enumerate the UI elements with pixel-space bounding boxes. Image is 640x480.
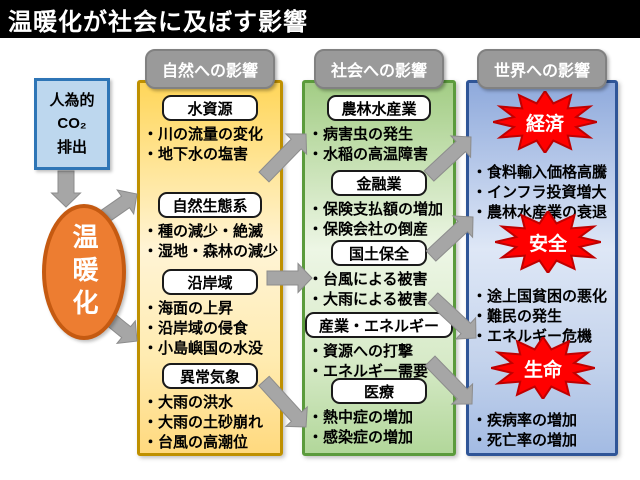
- safety-items: ・途上国貧困の悪化 ・難民の発生 ・エネルギー危機: [469, 287, 615, 347]
- co2-line: 排出: [56, 138, 87, 156]
- list-item: ・インフラ投資増大: [472, 184, 607, 201]
- co2-line: 人為的: [49, 92, 95, 110]
- list-item: ・途上国貧困の悪化: [472, 288, 608, 305]
- section-title-box: 国土保全: [331, 240, 427, 266]
- list-item: ・保険会社の倒産: [308, 221, 429, 238]
- list-item: ・台風の高潮位: [143, 434, 249, 451]
- title-bar: 温暖化が社会に及ぼす影響: [0, 0, 640, 38]
- section-title-box: 自然生態系: [158, 192, 262, 218]
- list-item: ・難民の発生: [472, 308, 563, 325]
- list-item: ・種の減少・絶滅: [143, 223, 264, 240]
- starburst-label: 経済: [525, 113, 564, 135]
- list-item: ・エネルギー需要: [308, 363, 429, 380]
- economy-items: ・食料輸入価格高騰 ・インフラ投資増大 ・農林水産業の衰退: [469, 163, 615, 223]
- list-item: ・大雨による被害: [308, 291, 428, 308]
- section-title-box: 農林水産業: [327, 95, 431, 121]
- list-item: ・熱中症の増加: [308, 409, 414, 426]
- section-title-box: 医療: [331, 378, 427, 404]
- list-item: ・疾病率の増加: [472, 412, 578, 429]
- header-label: 社会への影響: [330, 63, 427, 80]
- column-nature: 水資源 ・川の流量の変化 ・地下水の塩害 自然生態系 ・種の減少・絶滅 ・湿地・…: [137, 80, 283, 456]
- list-item: ・台風による被害: [308, 271, 428, 288]
- section-title-box: 異常気象: [162, 363, 258, 389]
- section-land-conservation: 国土保全 ・台風による被害 ・大雨による被害: [305, 240, 453, 310]
- starburst-icon: [491, 337, 595, 399]
- list-item: ・資源への打撃: [308, 343, 414, 360]
- section-ecosystems: 自然生態系 ・種の減少・絶滅 ・湿地・森林の減少: [140, 192, 280, 262]
- section-title-box: 水資源: [162, 95, 258, 121]
- list-item: ・沿岸域の侵食: [143, 320, 249, 337]
- section-industry-energy: 産業・エネルギー ・資源への打撃 ・エネルギー需要: [305, 312, 454, 382]
- section-finance: 金融業 ・保険支払額の増加 ・保険会社の倒産: [305, 170, 453, 240]
- section-agriculture: 農林水産業 ・病害虫の発生 ・水稲の高温障害: [305, 95, 453, 165]
- list-item: ・エネルギー危機: [472, 328, 593, 345]
- co2-emission-box: 人為的 CO₂ 排出: [34, 78, 110, 170]
- co2-line: CO₂: [57, 115, 87, 133]
- warming-label: 温暖化: [69, 222, 99, 322]
- list-item: ・病害虫の発生: [308, 126, 414, 143]
- starburst-icon: [495, 211, 601, 273]
- starburst-icon: [493, 91, 597, 153]
- life-items: ・疾病率の増加 ・死亡率の増加: [469, 411, 615, 451]
- list-item: ・大雨の土砂崩れ: [143, 414, 264, 431]
- header-nature-effects: 自然への影響: [145, 49, 275, 89]
- list-item: ・大雨の洪水: [143, 394, 234, 411]
- section-title-box: 沿岸域: [162, 269, 258, 295]
- section-water-resources: 水資源 ・川の流量の変化 ・地下水の塩害: [140, 95, 280, 165]
- starburst-economy: 経済: [493, 91, 597, 153]
- section-coastal-zone: 沿岸域 ・海面の上昇 ・沿岸域の侵食 ・小島嶼国の水没: [140, 269, 280, 359]
- list-item: ・湿地・森林の減少: [143, 243, 279, 260]
- starburst-label: 安全: [528, 233, 567, 255]
- list-item: ・死亡率の増加: [472, 432, 578, 449]
- list-item: ・地下水の塩害: [143, 146, 249, 163]
- header-label: 世界への影響: [493, 63, 590, 80]
- section-title-box: 金融業: [331, 170, 427, 196]
- list-item: ・感染症の増加: [308, 429, 414, 446]
- section-title-box: 産業・エネルギー: [305, 312, 454, 338]
- header-world-effects: 世界への影響: [477, 49, 607, 89]
- list-item: ・小島嶼国の水没: [143, 340, 264, 357]
- list-item: ・海面の上昇: [143, 300, 234, 317]
- section-extreme-weather: 異常気象 ・大雨の洪水 ・大雨の土砂崩れ ・台風の高潮位: [140, 363, 280, 453]
- list-item: ・水稲の高温障害: [308, 146, 429, 163]
- list-item: ・川の流量の変化: [143, 126, 264, 143]
- list-item: ・保険支払額の増加: [308, 201, 444, 218]
- header-society-effects: 社会への影響: [314, 49, 444, 89]
- column-society: 農林水産業 ・病害虫の発生 ・水稲の高温障害 金融業 ・保険支払額の増加 ・保険…: [302, 80, 456, 456]
- section-medical: 医療 ・熱中症の増加 ・感染症の増加: [305, 378, 453, 448]
- arrow-co2-to-warming: [50, 170, 82, 208]
- list-item: ・食料輸入価格高騰: [472, 164, 608, 181]
- header-label: 自然への影響: [161, 63, 258, 80]
- starburst-label: 生命: [523, 359, 562, 381]
- starburst-life: 生命: [491, 337, 595, 399]
- starburst-safety: 安全: [495, 211, 601, 273]
- column-world: 経済 ・食料輸入価格高騰 ・インフラ投資増大 ・農林水産業の衰退 安全 ・途上国…: [466, 80, 618, 456]
- page-title: 温暖化が社会に及ぼす影響: [8, 8, 308, 36]
- warming-ellipse: 温暖化: [42, 204, 126, 340]
